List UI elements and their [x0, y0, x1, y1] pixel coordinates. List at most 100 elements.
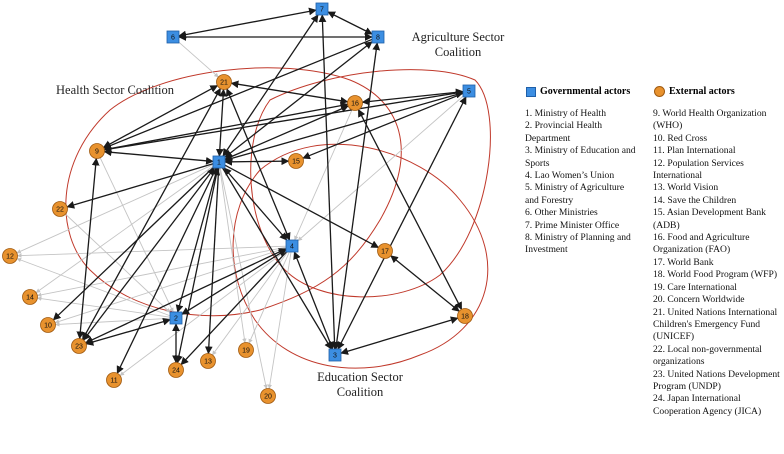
node-label: 5 [467, 89, 471, 96]
external-node-circle [216, 74, 232, 90]
node-label: 2 [174, 316, 178, 323]
external-node-circle [168, 362, 184, 378]
actor-node-19: 19 [238, 342, 254, 358]
governmental-node-square [285, 239, 299, 253]
node-label: 4 [290, 244, 294, 251]
external-node-circle [377, 243, 393, 259]
external-node-circle [71, 338, 87, 354]
legend-item: 2. Provincial Health Department [525, 120, 602, 144]
legend-item: 18. World Food Program (WFP) [653, 269, 778, 281]
strong-tie-edge [180, 251, 287, 366]
external-node-circle [260, 388, 276, 404]
square-icon [526, 86, 536, 97]
strong-tie-edge [293, 251, 334, 350]
external-node-circle [106, 372, 122, 388]
actor-node-16: 16 [347, 95, 363, 111]
legend-item: 7. Prime Minister Office [525, 219, 620, 231]
actor-node-6: 6 [166, 30, 180, 44]
weak-tie-edge [219, 167, 247, 344]
actor-node-4: 4 [285, 239, 299, 253]
actor-node-9: 9 [89, 143, 105, 159]
strong-tie-edge [318, 14, 339, 350]
strong-tie-edge [103, 148, 214, 165]
external-node-circle [288, 153, 304, 169]
external-node-circle [200, 353, 216, 369]
node-label: 21 [220, 80, 228, 87]
strong-ties [52, 7, 467, 374]
external-node-circle [457, 308, 473, 324]
strong-tie-edge [215, 88, 227, 157]
actor-node-20: 20 [260, 388, 276, 404]
node-label: 24 [172, 368, 180, 375]
legend-item: 12. Population Services International [653, 157, 744, 182]
circle-icon [654, 86, 665, 97]
strong-tie-edge [66, 163, 214, 209]
node-label: 11 [110, 378, 117, 385]
governmental-node-square [315, 2, 329, 16]
node-label: 12 [6, 254, 14, 261]
actor-node-11: 11 [106, 372, 122, 388]
actor-node-5: 5 [462, 84, 476, 98]
actor-node-3: 3 [328, 348, 342, 362]
legend-item: 19. Care International [653, 281, 737, 293]
strong-tie-edge [332, 42, 381, 350]
node-label: 13 [204, 359, 212, 366]
strong-tie-edge [340, 316, 459, 355]
node-label: 17 [381, 249, 389, 256]
external-node-circle [40, 317, 56, 333]
actor-node-7: 7 [315, 2, 329, 16]
governmental-node-square [462, 84, 476, 98]
legend-governmental-label: Governmental actors [540, 86, 631, 97]
governmental-node-square [328, 348, 342, 362]
actor-node-23: 23 [71, 338, 87, 354]
external-node-circle [89, 143, 105, 159]
node-label: 16 [351, 101, 359, 108]
legend-item: 13. World Vision [653, 182, 719, 194]
node-label: 15 [292, 159, 300, 166]
strong-tie-edge [327, 11, 373, 35]
node-label: 1 [217, 160, 221, 167]
legend-item: 6. Other Ministries [525, 207, 598, 219]
node-label: 20 [264, 394, 272, 401]
health-coalition-label: Health Sector Coalition [56, 83, 175, 97]
legend-item: 24. Japan International Cooperation Agen… [653, 393, 762, 417]
strong-tie-edge [390, 255, 460, 312]
weak-tie-edge [212, 251, 288, 356]
legend-item: 4. Lao Women’s Union [525, 170, 615, 182]
education-coalition-label: Education Sector Coalition [317, 370, 403, 399]
external-node-circle [52, 201, 68, 217]
agriculture-coalition-label: Agriculture Sector Coalition [411, 30, 505, 59]
weak-tie-edge [16, 257, 171, 317]
actor-node-14: 14 [22, 289, 38, 305]
actor-node-13: 13 [200, 353, 216, 369]
node-label: 22 [56, 207, 64, 214]
coalition-boundaries [65, 67, 491, 369]
strong-tie-edge [223, 167, 288, 241]
node-label: 19 [242, 348, 250, 355]
actor-node-21: 21 [216, 74, 232, 90]
actor-node-18: 18 [457, 308, 473, 324]
strong-tie-edge [103, 89, 464, 153]
legend-external: External actors [654, 86, 735, 97]
actor-node-10: 10 [40, 317, 56, 333]
node-label: 10 [44, 323, 52, 330]
legend-item: 11. Plan International [653, 145, 736, 157]
node-label: 18 [461, 314, 469, 321]
legend-item: 15. Asian Development Bank (ADB) [653, 207, 766, 231]
node-label: 3 [333, 353, 337, 360]
external-node-circle [22, 289, 38, 305]
strong-tie-edge [76, 157, 100, 340]
legend-item: 20. Concern Worldwide [653, 294, 745, 306]
governmental-node-square [212, 155, 226, 169]
actor-node-17: 17 [377, 243, 393, 259]
external-node-circle [2, 248, 18, 264]
legend-item: 22. Local non-governmental organizations [653, 343, 762, 368]
governmental-node-square [169, 311, 183, 325]
strong-tie-edge [175, 167, 221, 364]
legend-item: 17. World Bank [653, 256, 714, 268]
legend-item: 14. Save the Children [653, 194, 737, 206]
node-label: 6 [171, 35, 175, 42]
node-label: 9 [95, 149, 99, 156]
